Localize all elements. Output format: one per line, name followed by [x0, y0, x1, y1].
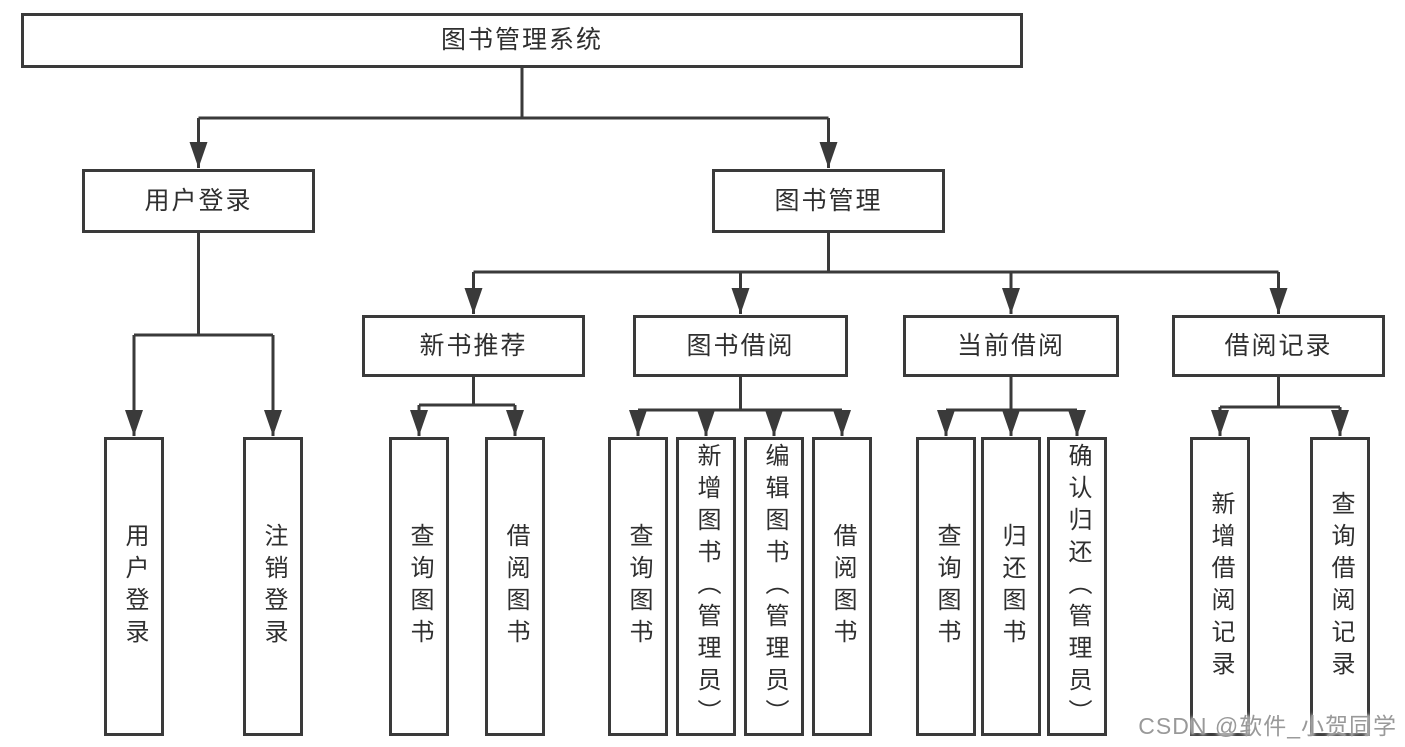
- leaf-borrow-books-recommend: 借阅图书: [485, 437, 545, 736]
- leaf-query-books-borrow: 查询图书: [608, 437, 668, 736]
- node-book-management: 图书管理: [712, 169, 945, 233]
- watermark: CSDN @软件_小贺同学: [1138, 713, 1397, 739]
- node-library-management-system: 图书管理系统: [21, 13, 1023, 68]
- node-current-borrow: 当前借阅: [903, 315, 1119, 377]
- leaf-logout: 注销登录: [243, 437, 303, 736]
- leaf-confirm-return-admin: 确认归还（管理员）: [1047, 437, 1107, 736]
- leaf-add-borrow-record: 新增借阅记录: [1190, 437, 1250, 736]
- leaf-borrow-books: 借阅图书: [812, 437, 872, 736]
- node-book-borrow: 图书借阅: [633, 315, 848, 377]
- node-borrow-records: 借阅记录: [1172, 315, 1385, 377]
- leaf-query-books-current: 查询图书: [916, 437, 976, 736]
- leaf-user-login: 用户登录: [104, 437, 164, 736]
- leaf-query-books-recommend: 查询图书: [389, 437, 449, 736]
- leaf-edit-book-admin: 编辑图书（管理员）: [744, 437, 804, 736]
- leaf-query-borrow-record: 查询借阅记录: [1310, 437, 1370, 736]
- node-new-book-recommend: 新书推荐: [362, 315, 585, 377]
- node-user-login: 用户登录: [82, 169, 315, 233]
- leaf-return-book: 归还图书: [981, 437, 1041, 736]
- leaf-add-book-admin: 新增图书（管理员）: [676, 437, 736, 736]
